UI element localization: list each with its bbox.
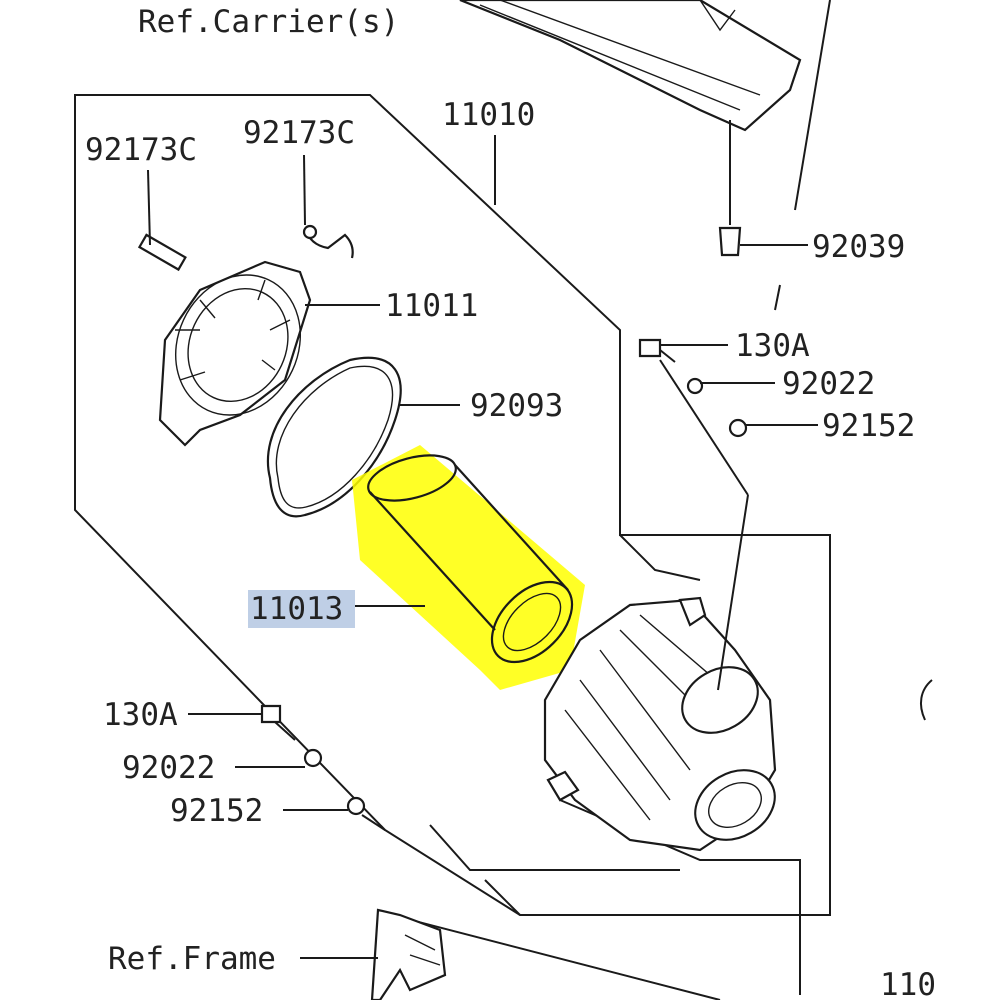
label-92173c-right[interactable]: 92173C	[243, 115, 355, 151]
filter-element-part	[352, 445, 585, 690]
label-11011[interactable]: 11011	[385, 288, 478, 324]
edge-fragment	[919, 679, 933, 721]
right-hardware	[638, 226, 749, 496]
label-92022-left[interactable]: 92022	[122, 750, 215, 786]
highlight-label-bg	[248, 590, 355, 628]
o-ring-part	[267, 356, 402, 518]
label-cut-off: 110	[880, 967, 936, 1000]
label-130a-right[interactable]: 130A	[735, 328, 810, 364]
left-hardware	[260, 704, 386, 831]
carrier-part	[459, 0, 802, 225]
label-92093[interactable]: 92093	[470, 388, 563, 424]
part-labels: Ref.Carrier(s) 11010 92173C 92173C 11011…	[85, 4, 936, 1000]
label-11013[interactable]: 11013	[250, 591, 343, 627]
label-92152-left[interactable]: 92152	[170, 793, 263, 829]
housing-part	[543, 494, 777, 852]
clamp-parts	[137, 224, 354, 272]
label-11010[interactable]: 11010	[442, 97, 535, 133]
leader-lines	[147, 135, 818, 959]
label-130a-left[interactable]: 130A	[103, 697, 178, 733]
label-92022-right[interactable]: 92022	[782, 366, 875, 402]
label-92039[interactable]: 92039	[812, 229, 905, 265]
label-ref-frame[interactable]: Ref.Frame	[108, 941, 276, 977]
cover-part	[158, 260, 312, 447]
label-92152-right[interactable]: 92152	[822, 408, 915, 444]
label-92173c-left[interactable]: 92173C	[85, 132, 197, 168]
frame-bracket	[370, 908, 447, 1000]
label-ref-carrier[interactable]: Ref.Carrier(s)	[138, 4, 399, 40]
